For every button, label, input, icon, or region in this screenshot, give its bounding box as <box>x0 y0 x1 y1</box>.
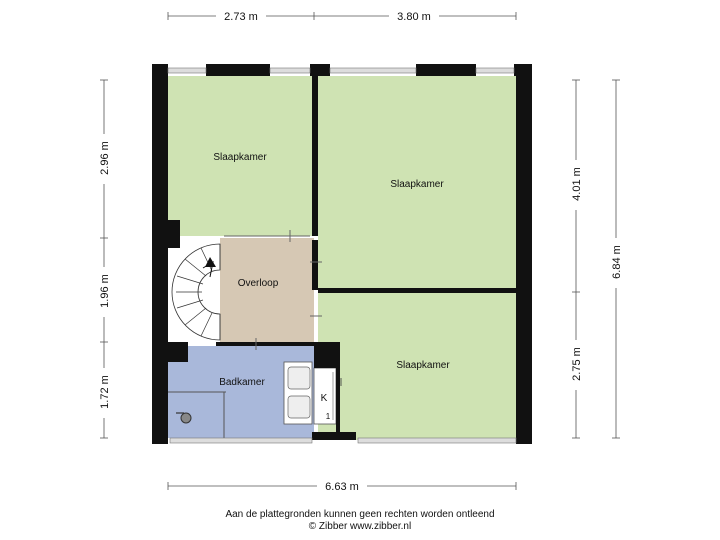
stair-direction-arrow-icon <box>205 257 216 267</box>
bedroom-top-left-area <box>168 76 312 236</box>
sink-basin-bottom <box>287 395 311 419</box>
footer-disclaimer: Aan de plattegronden kunnen geen rechten… <box>225 509 495 520</box>
bathroom-fixtures <box>168 361 313 438</box>
bedroom-top-right-area <box>318 76 518 289</box>
room-label-bathroom: Badkamer <box>219 377 265 388</box>
walls <box>152 64 532 444</box>
dimension-right-top: 4.01 m <box>571 167 583 201</box>
room-label-bedroom-top-left: Slaapkamer <box>213 152 267 163</box>
dimension-top-left: 2.73 m <box>224 11 258 23</box>
dimension-bottom-total: 6.63 m <box>325 481 359 493</box>
room-label-bedroom-top-right: Slaapkamer <box>390 179 444 190</box>
shower-drain-icon <box>180 412 192 424</box>
dimension-left-bottom: 1.72 m <box>99 375 111 409</box>
dimension-right-total: 6.84 m <box>611 245 623 279</box>
windows <box>167 67 517 444</box>
dimension-right-bottom: 2.75 m <box>571 347 583 381</box>
dimension-top-right: 3.80 m <box>397 11 431 23</box>
cupboard-label: K <box>321 393 328 404</box>
cupboard-number: 1 <box>326 412 331 421</box>
door-openings <box>224 230 322 350</box>
dimension-left-middle: 1.96 m <box>99 274 111 308</box>
room-label-bedroom-bottom-right: Slaapkamer <box>396 360 450 371</box>
landing-area <box>220 238 314 342</box>
room-label-landing: Overloop <box>238 278 279 289</box>
staircase <box>171 243 221 341</box>
footer-copyright: © Zibber www.zibber.nl <box>308 521 412 532</box>
dimension-left-top: 2.96 m <box>99 141 111 175</box>
bedroom-bottom-right-area <box>318 293 518 440</box>
sink-basin-top <box>287 366 311 390</box>
